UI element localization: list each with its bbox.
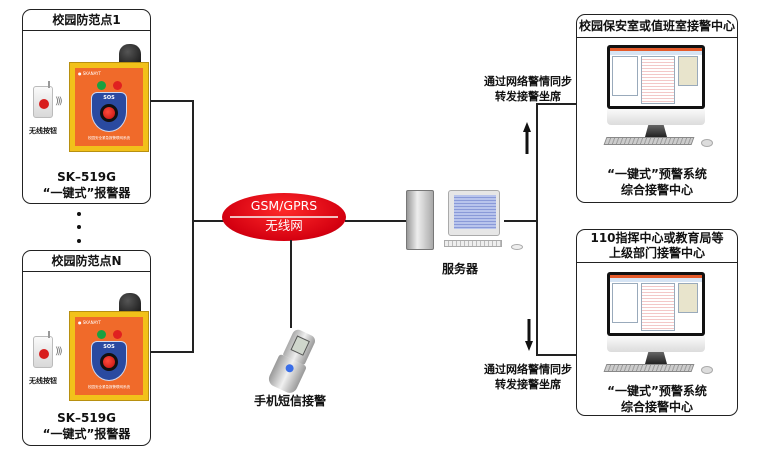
sync-label-bottom-line1: 通过网络警情同步 bbox=[484, 363, 572, 376]
connector-line bbox=[192, 100, 194, 353]
connector-line bbox=[536, 103, 577, 105]
connector-line bbox=[151, 100, 193, 102]
network-label-line1: GSM/GPRS bbox=[250, 198, 318, 213]
center-2-title-line2: 上级部门接警中心 bbox=[608, 246, 705, 260]
server-tower-icon bbox=[406, 190, 434, 250]
center-2-caption-line2: 综合接警中心 bbox=[620, 400, 693, 414]
campus-point-n-box: 校园防范点N ))) 无线按钮 ● SKANAYT SOS 校园安全紧急报警联网… bbox=[22, 250, 151, 446]
center-1-caption-line1: “一键式”预警系统 bbox=[607, 167, 707, 181]
connector-line bbox=[290, 240, 292, 328]
connector-line bbox=[536, 103, 538, 356]
alarm-center-workstation-icon bbox=[597, 272, 715, 382]
ellipsis-dot bbox=[77, 239, 81, 243]
siren-horn-icon bbox=[119, 293, 141, 315]
center-1-caption-line2: 综合接警中心 bbox=[620, 183, 693, 197]
campus-security-center-box: 校园保安室或值班室接警中心 “一键式”预警系统 综合接警中心 bbox=[576, 14, 738, 203]
device-model: SK–519G bbox=[57, 170, 116, 184]
device-model: SK–519G bbox=[57, 411, 116, 425]
connector-line bbox=[192, 220, 224, 222]
campus-point-1-box: 校园防范点1 ))) 无线按钮 ● SKANAYT SOS 校园安全紧急报警联网… bbox=[22, 9, 151, 204]
alarm-center-workstation-icon bbox=[597, 45, 715, 155]
sos-button bbox=[100, 353, 118, 371]
one-key-alarm-device: ● SKANAYT SOS 校园安全紧急报警联网系统 bbox=[69, 293, 149, 401]
ellipsis-dot bbox=[77, 225, 81, 229]
panic-button-icon bbox=[39, 349, 49, 359]
sync-label-top-line2: 转发接警坐席 bbox=[495, 90, 561, 103]
center-1-title: 校园保安室或值班室接警中心 bbox=[577, 15, 737, 38]
center-2-caption-line1: “一键式”预警系统 bbox=[607, 384, 707, 398]
phone-sms-label: 手机短信接警 bbox=[253, 394, 326, 408]
connector-line bbox=[151, 351, 193, 353]
arrow-up-icon bbox=[523, 122, 531, 154]
one-key-alarm-device: ● SKANAYT SOS 校园安全紧急报警联网系统 bbox=[69, 44, 149, 152]
connector-line bbox=[536, 354, 577, 356]
wireless-signal-icon: ))) bbox=[55, 346, 63, 357]
wireless-signal-icon: ))) bbox=[55, 96, 63, 107]
server-monitor-icon bbox=[448, 190, 500, 236]
arrow-down-icon bbox=[525, 319, 533, 351]
connector-line bbox=[504, 220, 537, 222]
sync-label-top-line1: 通过网络警情同步 bbox=[484, 75, 572, 88]
wireless-button-label: 无线按钮 bbox=[29, 377, 57, 385]
sos-shield-icon: SOS bbox=[91, 92, 127, 132]
mouse-icon bbox=[511, 244, 523, 250]
wireless-button-label: 无线按钮 bbox=[29, 127, 57, 135]
panic-button-icon bbox=[39, 99, 49, 109]
center-2-title-line1: 110指挥中心或教育局等 bbox=[590, 231, 724, 245]
device-name: “一键式”报警器 bbox=[42, 186, 131, 200]
sos-shield-icon: SOS bbox=[91, 341, 127, 381]
mobile-phone-icon bbox=[266, 327, 319, 396]
keyboard-icon bbox=[444, 240, 502, 247]
siren-horn-icon bbox=[119, 44, 141, 66]
sos-button bbox=[100, 104, 118, 122]
campus-point-1-title: 校园防范点1 bbox=[23, 10, 150, 31]
center-2-title: 110指挥中心或教育局等 上级部门接警中心 bbox=[577, 230, 737, 263]
wireless-button-remote bbox=[33, 331, 53, 368]
wireless-button-remote bbox=[33, 81, 53, 118]
ellipsis-dot bbox=[77, 212, 81, 216]
gsm-gprs-network-ellipse: GSM/GPRS 无线网 bbox=[222, 193, 346, 241]
command-center-box: 110指挥中心或教育局等 上级部门接警中心 “一键式”预警系统 综合接警中心 bbox=[576, 229, 738, 416]
campus-point-n-title: 校园防范点N bbox=[23, 251, 150, 272]
sync-label-bottom-line2: 转发接警坐席 bbox=[495, 378, 561, 391]
network-label-line2: 无线网 bbox=[265, 218, 303, 233]
device-name: “一键式”报警器 bbox=[42, 427, 131, 441]
connector-line bbox=[345, 220, 406, 222]
server-label: 服务器 bbox=[441, 262, 478, 276]
